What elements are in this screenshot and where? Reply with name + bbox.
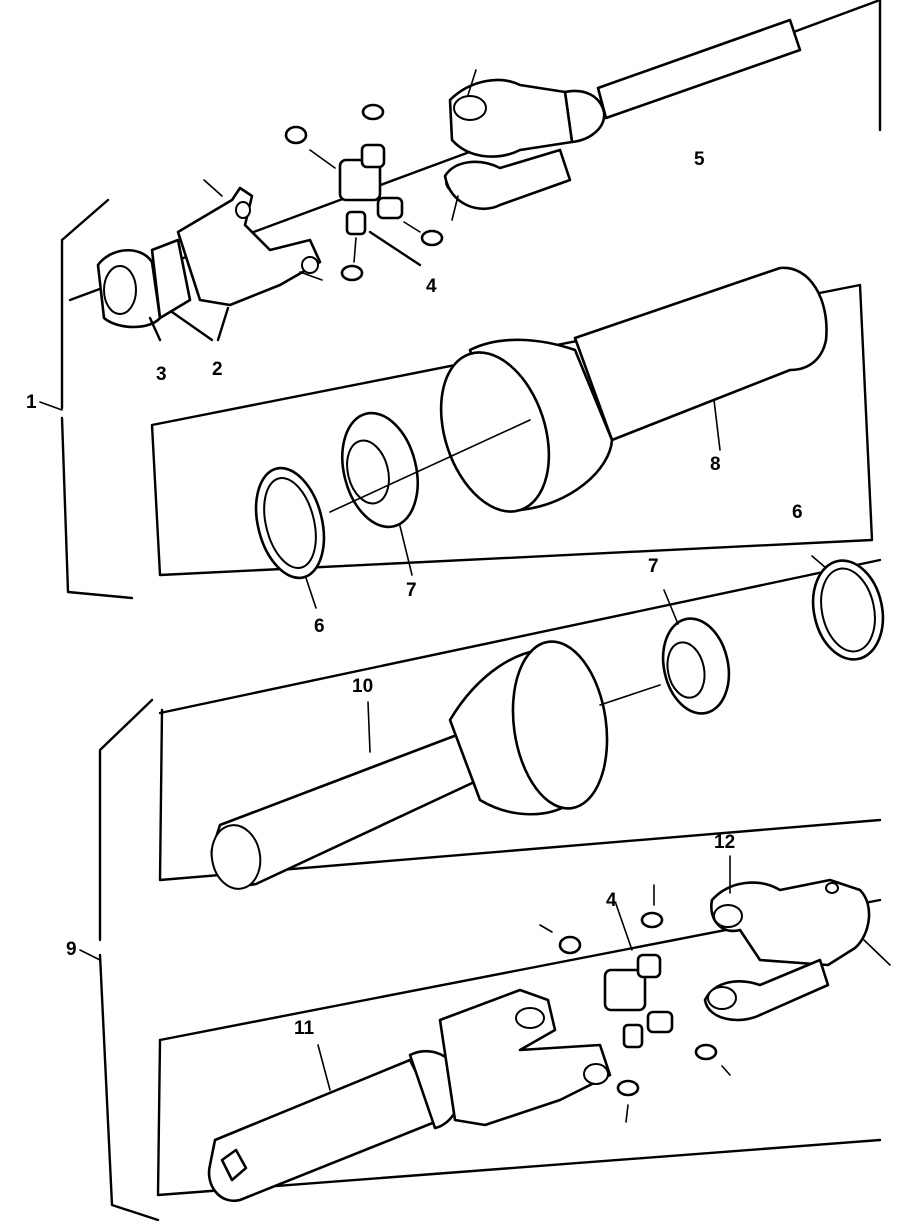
shield-tube-10 (210, 640, 609, 890)
ring-6-upper (254, 466, 326, 609)
yoke-2-hub-3 (96, 179, 323, 342)
yoke-shaft-11 (207, 988, 612, 1203)
callout-4-upper: 4 (426, 276, 437, 297)
bearing-7-lower (661, 589, 731, 715)
callout-12: 12 (714, 832, 735, 853)
callout-5: 5 (694, 149, 705, 170)
callout-7-upper: 7 (406, 580, 417, 601)
bearing-7-upper (341, 411, 419, 576)
callout-9: 9 (66, 939, 77, 960)
callout-11: 11 (294, 1018, 315, 1039)
callout-10: 10 (352, 676, 373, 697)
callout-1: 1 (26, 392, 37, 413)
lower-plane-outlines (156, 558, 882, 1197)
universal-cross-4-lower (539, 884, 731, 1123)
callout-3: 3 (156, 364, 167, 385)
callout-4-lower: 4 (606, 890, 617, 911)
axis-line-upper (329, 419, 531, 513)
leader-9 (79, 949, 101, 961)
yoke-12 (703, 855, 891, 1022)
leader-1 (39, 401, 63, 411)
callout-6-upper: 6 (314, 616, 325, 637)
callout-8: 8 (710, 454, 721, 475)
assembly-1-bracket (60, 198, 134, 600)
axis-line-lower (599, 684, 661, 706)
shield-tube-8 (439, 266, 828, 513)
assembly-9-bracket (98, 698, 160, 1222)
ring-6-lower (811, 555, 885, 661)
callout-6-lower: 6 (792, 502, 803, 523)
universal-cross-4-upper (284, 103, 444, 282)
callout-7-lower: 7 (648, 556, 659, 577)
callout-2: 2 (212, 359, 223, 380)
yoke-shaft-5 (443, 18, 802, 221)
